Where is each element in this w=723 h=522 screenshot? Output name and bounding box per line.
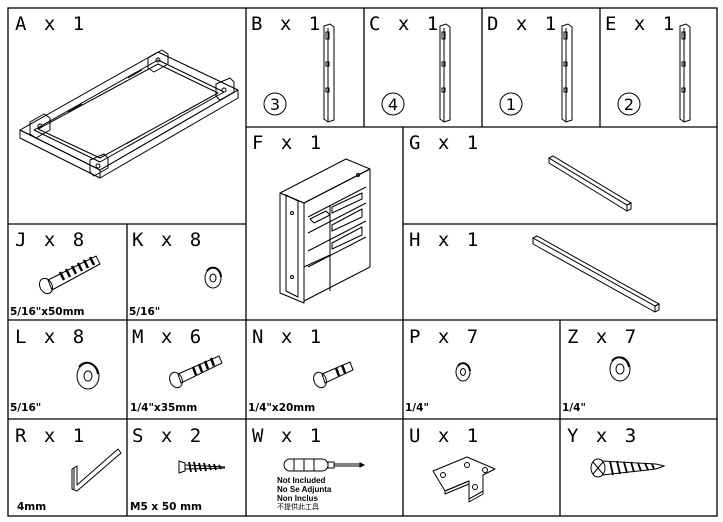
part-w-label: W x 1 [252, 425, 325, 447]
part-s-label: S x 2 [132, 425, 205, 447]
part-e-label: E x 1 [605, 13, 678, 35]
part-p-label: P x 7 [409, 326, 482, 348]
part-h-label: H x 1 [409, 229, 482, 251]
wood-screw-illustration [178, 460, 226, 474]
note-zh: 不提供此工具 [277, 504, 319, 511]
bolt-illustration [169, 355, 223, 389]
part-e-cell: E x 1 2 [600, 8, 717, 127]
part-l-label: L x 8 [15, 326, 88, 348]
part-m-cell: M x 6 1/4"x35mm [127, 320, 246, 419]
part-l-size: 5/16" [10, 402, 42, 414]
part-a-cell: A x 1 [8, 8, 246, 224]
shelf-unit-illustration [279, 158, 371, 304]
part-u-label: U x 1 [409, 425, 482, 447]
washer-illustration [609, 356, 631, 382]
part-f-cell: F x 1 [246, 127, 403, 320]
part-j-label: J x 8 [15, 229, 88, 251]
part-p-size: 1/4" [405, 402, 429, 414]
part-g-label: G x 1 [409, 132, 482, 154]
part-s-cell: S x 2 M5 x 50 mm [127, 419, 246, 516]
part-a-label: A x 1 [15, 13, 88, 35]
part-j-cell: J x 8 5/16"x50mm [8, 224, 127, 320]
leg-illustration: 1 [499, 23, 573, 123]
part-r-label: R x 1 [15, 425, 88, 447]
part-n-size: 1/4"x20mm [248, 402, 316, 414]
part-z-size: 1/4" [562, 402, 586, 414]
leg-illustration: 3 [263, 23, 335, 123]
crossbar-illustration [547, 155, 633, 212]
leg-illustration: 2 [617, 23, 691, 123]
bolt-illustration [39, 255, 101, 295]
long-crossbar-illustration [531, 235, 661, 313]
part-g-cell: G x 1 [403, 127, 717, 224]
part-u-cell: U x 1 [403, 419, 560, 516]
part-h-cell: H x 1 [403, 224, 717, 320]
not-included-note: Not Included No Se Adjunta Non Inclus 不提… [277, 476, 331, 512]
leg-number: 1 [506, 95, 516, 114]
part-n-cell: N x 1 1/4"x20mm [246, 320, 403, 419]
phillips-screw-illustration [590, 458, 666, 478]
part-y-cell: Y x 3 [560, 419, 717, 516]
part-j-size: 5/16"x50mm [10, 306, 85, 318]
part-y-label: Y x 3 [567, 425, 640, 447]
leg-number: 2 [624, 95, 634, 114]
leg-illustration: 4 [381, 23, 451, 123]
part-p-cell: P x 7 1/4" [403, 320, 560, 419]
part-b-label: B x 1 [251, 13, 324, 35]
part-w-cell: W x 1 Not Included No Se Adjunta Non Inc… [246, 419, 403, 516]
part-d-cell: D x 1 1 [482, 8, 600, 127]
note-fr: Non Inclus [277, 494, 318, 503]
part-c-cell: C x 1 4 [364, 8, 482, 127]
table-frame-illustration [19, 49, 239, 179]
part-d-label: D x 1 [487, 13, 560, 35]
part-m-label: M x 6 [132, 326, 205, 348]
part-n-label: N x 1 [252, 326, 325, 348]
part-r-cell: R x 1 4mm [8, 419, 127, 516]
short-bolt-illustration [313, 361, 354, 389]
leg-number: 4 [388, 95, 398, 114]
part-k-size: 5/16" [129, 306, 161, 318]
part-k-cell: K x 8 5/16" [127, 224, 246, 320]
part-c-label: C x 1 [369, 13, 442, 35]
screwdriver-icon [283, 458, 366, 472]
part-l-cell: L x 8 5/16" [8, 320, 127, 419]
note-es: No Se Adjunta [277, 485, 332, 494]
part-r-size: 4mm [17, 501, 47, 513]
part-b-cell: B x 1 3 [246, 8, 364, 127]
note-en: Not Included [277, 476, 326, 485]
washer-illustration [204, 266, 222, 289]
t-plate-illustration [432, 456, 496, 503]
allen-key-illustration [71, 448, 122, 492]
part-s-size: M5 x 50 mm [130, 501, 202, 513]
washer-illustration [76, 361, 100, 390]
part-f-label: F x 1 [252, 132, 325, 154]
leg-number: 3 [270, 95, 280, 114]
part-k-label: K x 8 [132, 229, 205, 251]
part-m-size: 1/4"x35mm [130, 402, 198, 414]
part-z-label: Z x 7 [567, 326, 640, 348]
washer-illustration [455, 362, 471, 382]
part-z-cell: Z x 7 1/4" [560, 320, 717, 419]
